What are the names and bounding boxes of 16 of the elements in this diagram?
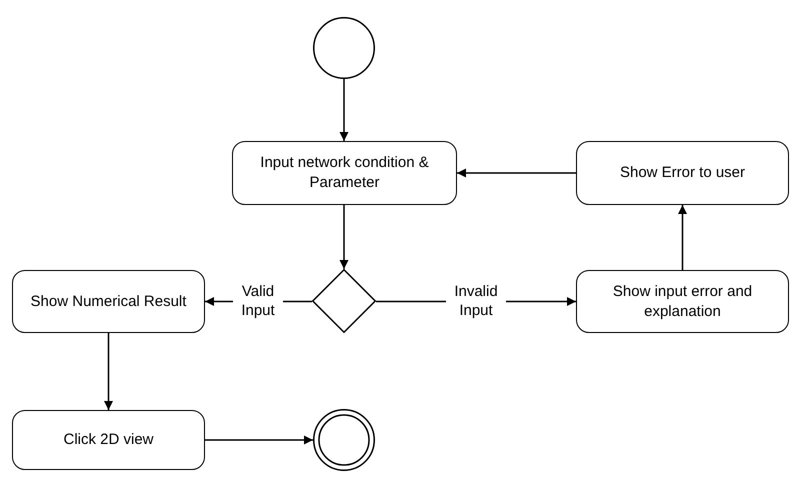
arrow [678,205,687,270]
arrow [104,333,113,410]
activity-box: Show input error and explanation [576,270,789,333]
end-node-circle [313,409,375,471]
arrow [340,79,348,141]
decision-diamond [312,269,376,333]
arrow [205,436,313,444]
arrow [340,205,348,269]
activity-box: Show Error to user [576,141,789,205]
activity-box: Click 2D view [12,410,205,470]
activity-box: Input network condition & Parameter [232,141,457,205]
edge-label: Invalid Input [446,282,506,320]
arrow [457,168,576,178]
start-node-circle [313,17,375,79]
edge-label: Valid Input [233,282,283,320]
activity-box: Show Numerical Result [12,270,205,333]
